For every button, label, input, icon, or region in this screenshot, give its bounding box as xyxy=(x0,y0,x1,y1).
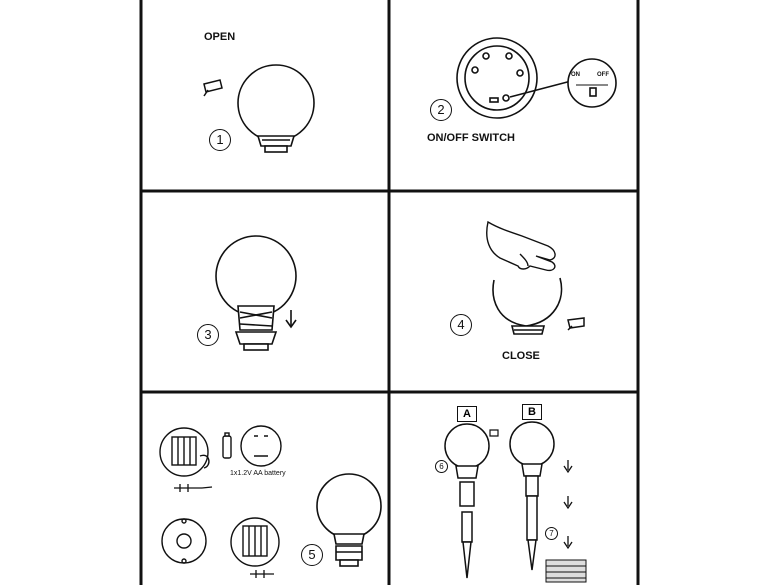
stake-b-label: B xyxy=(522,404,542,420)
down-arrow-icon xyxy=(563,460,573,550)
step-6-badge: 6 xyxy=(435,460,448,473)
down-arrow-icon xyxy=(285,310,297,329)
battery-illustration xyxy=(222,432,232,459)
step-5-badge: 5 xyxy=(301,544,323,566)
stake-light-a-illustration xyxy=(444,423,490,579)
switch-off-label: OFF xyxy=(597,72,609,78)
stake-light-b-illustration xyxy=(509,421,555,571)
rotate-icon xyxy=(489,429,499,437)
hand-illustration xyxy=(486,220,556,272)
step-4-badge: 4 xyxy=(450,314,472,336)
step-3-badge: 3 xyxy=(197,324,219,346)
step-7-badge: 7 xyxy=(545,527,558,540)
soil-hatch xyxy=(545,559,587,583)
globe-closed-illustration xyxy=(492,277,563,335)
globe-separate-illustration xyxy=(215,235,297,351)
base-bottom-ring-illustration xyxy=(161,518,207,564)
globe-assembled-illustration xyxy=(316,473,382,567)
step-1-badge: 1 xyxy=(209,129,231,151)
battery-compartment-illustration xyxy=(240,425,282,467)
close-caption: CLOSE xyxy=(502,350,540,362)
stake-icon xyxy=(250,570,274,578)
switch-on-label: ON xyxy=(571,72,580,78)
stake-icon xyxy=(174,484,213,492)
stake-a-label: A xyxy=(457,406,477,422)
open-caption: OPEN xyxy=(204,31,236,43)
solar-base-top-illustration xyxy=(159,427,210,477)
step-2-badge: 2 xyxy=(430,99,452,121)
solar-base-assembled-illustration xyxy=(230,517,280,567)
switch-detail-circle xyxy=(567,58,617,108)
base-bottom-illustration xyxy=(456,37,576,119)
rotate-icon xyxy=(567,317,585,331)
on-off-switch-caption: ON/OFF SWITCH xyxy=(427,132,515,144)
globe-open-illustration xyxy=(237,64,315,153)
rotate-icon xyxy=(203,79,223,97)
battery-note: 1x1.2V AA battery xyxy=(230,470,286,477)
